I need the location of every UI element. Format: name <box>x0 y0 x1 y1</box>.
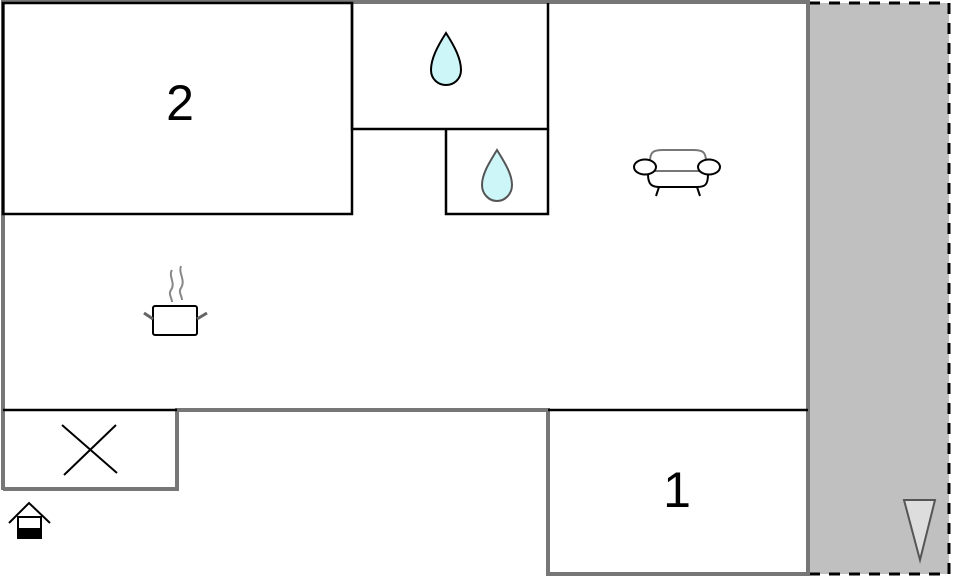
cooking-pot-icon <box>143 265 208 336</box>
room-label-1: 1 <box>663 462 691 518</box>
terrace <box>809 1 951 576</box>
entrance-house-icon <box>8 501 51 539</box>
sofa-icon <box>633 149 721 197</box>
cross-icon <box>61 424 118 476</box>
inner-walls <box>1 1 808 412</box>
room-label-2: 2 <box>166 75 194 131</box>
water-drop-icon <box>480 148 514 203</box>
water-drop-icon <box>429 31 463 87</box>
north-arrow-icon <box>902 499 937 564</box>
